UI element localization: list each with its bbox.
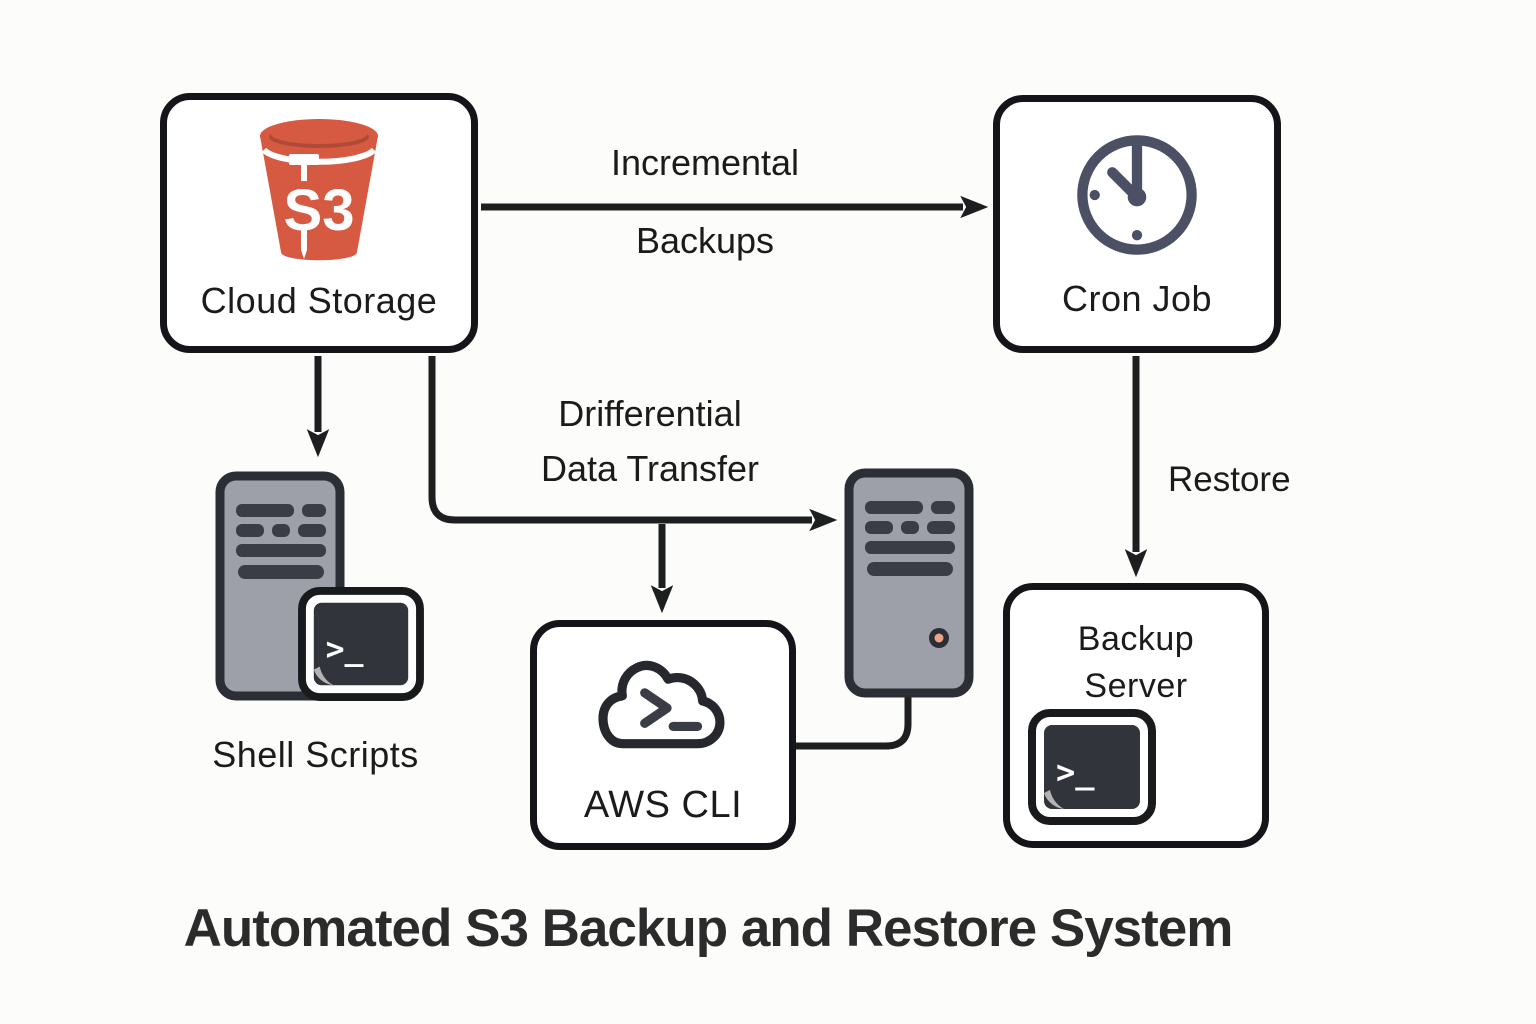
aws-cli-label: AWS CLI — [583, 784, 743, 826]
differential-transfer-label-line2: Data Transfer — [540, 448, 760, 489]
transfer-server-node[interactable] — [843, 467, 975, 699]
terminal-prompt-glyph: >_ — [1056, 753, 1095, 791]
shell-scripts-label: Shell Scripts — [212, 734, 419, 775]
terminal-prompt-glyph: >_ — [326, 632, 364, 668]
cron-job-label: Cron Job — [1061, 278, 1213, 319]
backup-server-node[interactable]: Backup Server >_ — [1003, 583, 1269, 848]
cloud-shell-icon — [598, 660, 725, 749]
terminal-window-icon: >_ — [298, 586, 424, 702]
cloud-storage-label: Cloud Storage — [200, 280, 438, 321]
clock-icon — [1077, 135, 1197, 255]
restore-label: Restore — [1168, 460, 1291, 499]
terminal-window-icon: >_ — [1028, 709, 1156, 825]
aws-cli-node[interactable]: AWS CLI — [530, 620, 796, 850]
incremental-backups-label-line2: Backups — [635, 220, 775, 261]
server-tower-icon — [844, 468, 974, 698]
shell-scripts-node[interactable]: >_ Shell Scripts — [198, 470, 433, 780]
incremental-backups-label-line1: Incremental — [610, 142, 800, 183]
s3-bucket-icon: S3 — [260, 119, 378, 261]
differential-transfer-label-line1: Drifferential — [558, 393, 742, 434]
connector-aws-cli-to-transfer-server — [795, 694, 912, 750]
s3-bucket-text: S3 — [284, 178, 355, 243]
cron-job-node[interactable]: Cron Job — [993, 95, 1281, 353]
backup-server-label: Backup Server — [1077, 620, 1195, 705]
diagram-title: Automated S3 Backup and Restore System — [183, 899, 1234, 958]
arrow-differential-transfer — [428, 356, 838, 532]
differential-transfer-label: Drifferential Data Transfer — [450, 386, 850, 496]
cloud-storage-node[interactable]: S3 Cloud Storage — [160, 93, 478, 353]
